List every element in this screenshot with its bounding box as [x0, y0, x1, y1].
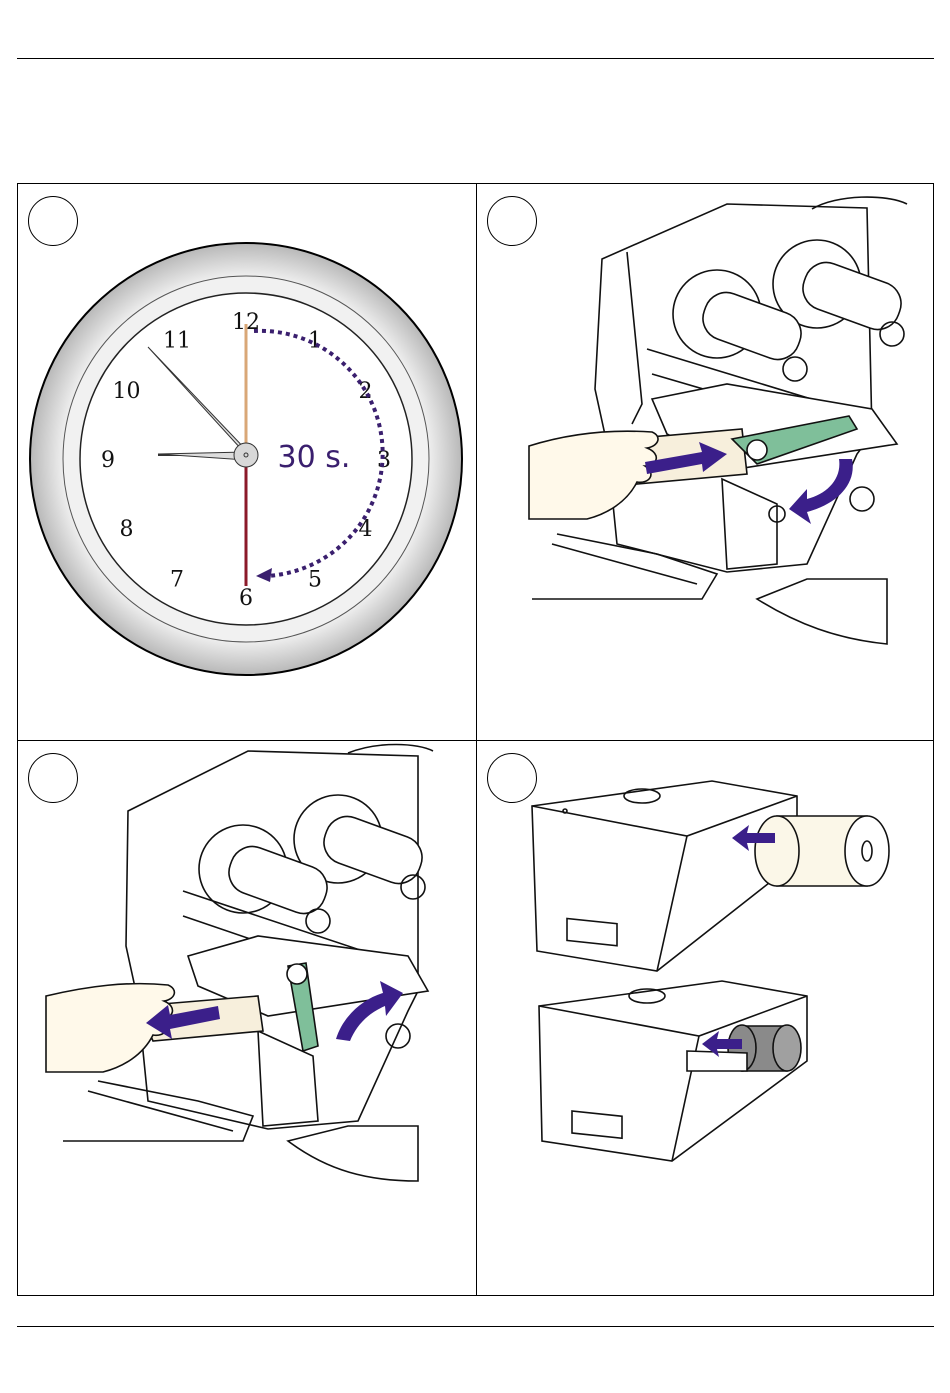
- printer-top: [532, 781, 797, 971]
- clock-numeral: 5: [308, 568, 322, 593]
- duration-label: 30 s.: [278, 440, 351, 475]
- media-reload-illustration: [477, 741, 935, 1297]
- clock-numeral: 11: [163, 329, 191, 354]
- panel-step-4: [477, 741, 935, 1297]
- clock-numeral: 10: [113, 379, 141, 404]
- clock-numeral: 9: [101, 448, 115, 473]
- printhead-open-illustration: [18, 741, 476, 1297]
- clock-numeral: 4: [359, 517, 373, 542]
- clock-numeral: 3: [377, 448, 391, 473]
- footer-rule: [17, 1326, 934, 1327]
- panel-step-3: [18, 741, 476, 1297]
- clock-numeral: 8: [120, 517, 134, 542]
- clock-numeral: 7: [170, 568, 184, 593]
- clock-center-hub: [234, 443, 258, 467]
- header-rule: [17, 58, 934, 59]
- clock-numeral: 6: [239, 586, 253, 611]
- panel-step-2: [477, 184, 935, 740]
- printhead-close-illustration: [477, 184, 935, 740]
